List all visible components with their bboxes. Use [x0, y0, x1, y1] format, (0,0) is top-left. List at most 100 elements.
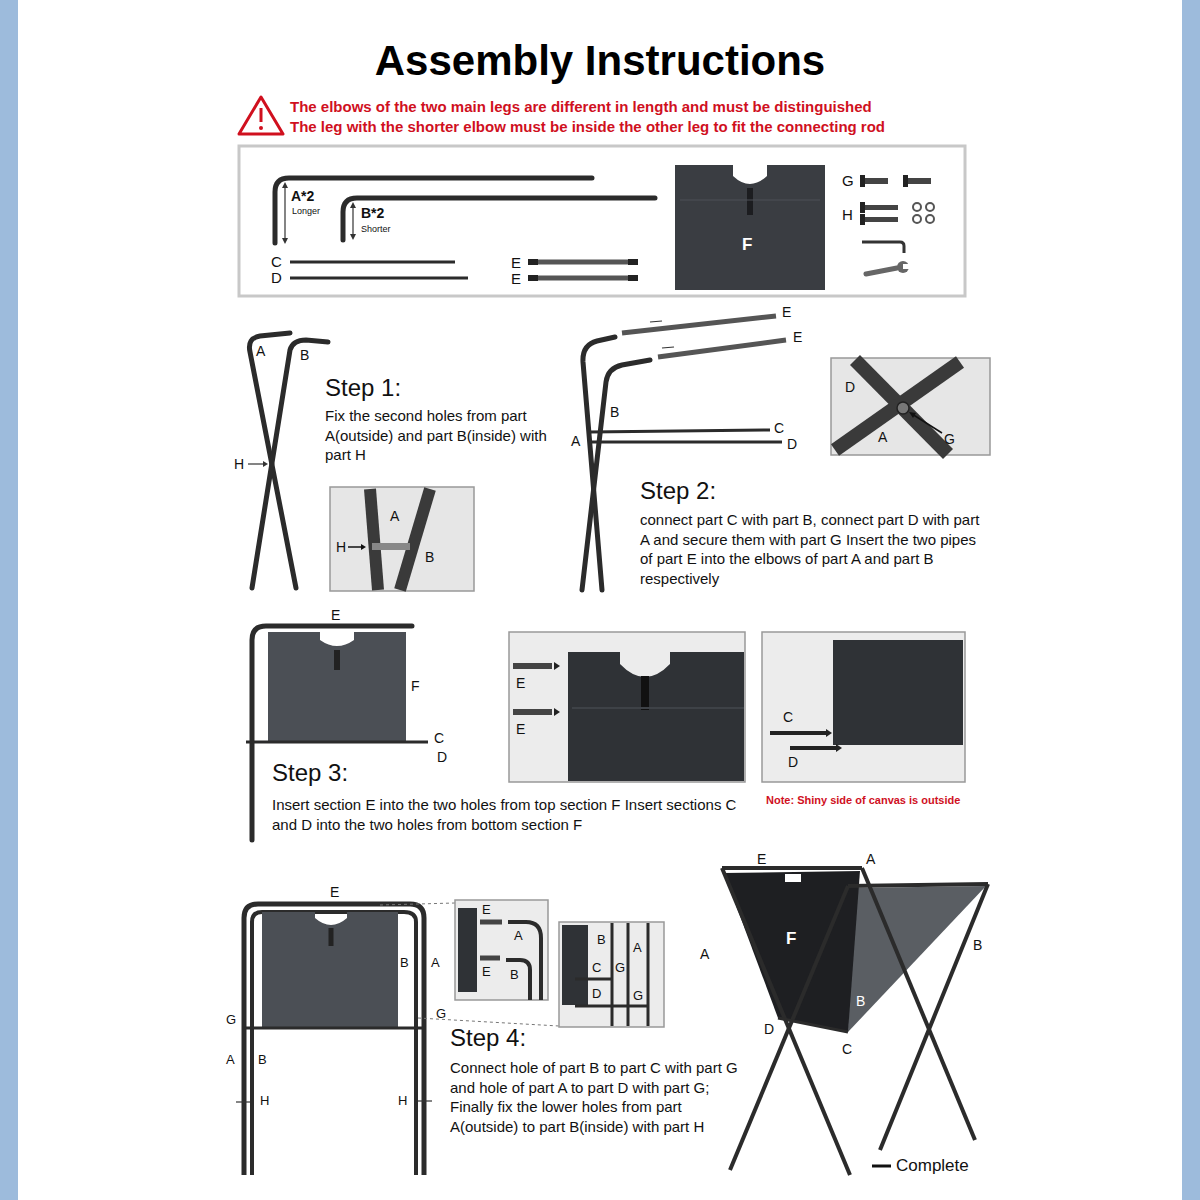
parts-panel-part — [528, 275, 538, 281]
part-label: E — [511, 253, 521, 273]
part-label: A — [431, 955, 440, 972]
parts-panel-part — [290, 277, 468, 280]
part-label: E — [482, 964, 491, 981]
complete-figure-part — [722, 866, 862, 870]
parts-panel-part — [343, 198, 655, 240]
page-title: Assembly Instructions — [0, 38, 1200, 84]
instruction-text: Insert section E into the two holes from… — [272, 795, 762, 834]
part-label: H — [260, 1093, 269, 1110]
step3-figure-part — [334, 650, 340, 670]
instruction-text: Connect hole of part B to part C with pa… — [450, 1058, 742, 1136]
part-label: D — [271, 268, 282, 288]
step2-figure-part — [590, 430, 770, 432]
step3-figure-part — [568, 652, 744, 781]
step-heading: Step 2: — [640, 475, 716, 506]
parts-panel-part — [913, 215, 921, 223]
part-label: G — [436, 1006, 446, 1023]
part-label: E — [330, 883, 339, 901]
step2-figure-part — [622, 316, 776, 333]
part-label: C — [774, 419, 784, 437]
part-label: A — [633, 940, 642, 957]
step3-figure-part — [268, 632, 406, 742]
warning-text: The elbows of the two main legs are diff… — [290, 97, 872, 117]
parts-panel-part — [290, 261, 455, 264]
parts-panel-part — [862, 242, 904, 253]
part-label: G — [226, 1012, 236, 1029]
step3-figure-part — [554, 662, 560, 716]
part-label: D — [787, 435, 797, 453]
complete-figure-part — [872, 1165, 891, 1168]
step-heading: Step 1: — [325, 372, 401, 403]
part-label: G — [944, 430, 955, 448]
part-label: A — [226, 1052, 235, 1069]
step4-figure-part — [252, 912, 416, 1175]
step3-figure-part — [826, 729, 842, 752]
step4-figure-part — [647, 923, 650, 1026]
part-label: A — [700, 945, 709, 963]
part-label: A — [514, 928, 523, 945]
part-label: H — [234, 455, 244, 473]
step3-figure-part — [770, 731, 826, 735]
step4-figure-part — [575, 978, 612, 981]
part-label: D — [437, 748, 447, 766]
step2-figure-part — [658, 340, 786, 357]
part-label: A — [390, 507, 399, 525]
parts-panel-part — [675, 165, 825, 290]
parts-panel-part — [628, 275, 638, 281]
part-label: F — [411, 677, 420, 695]
part-label: B — [973, 936, 982, 954]
parts-panel-part — [907, 178, 931, 184]
step3-figure-part — [762, 632, 965, 782]
part-label: A — [571, 432, 580, 450]
part-label: C — [271, 252, 282, 272]
step1-figure-part — [330, 487, 474, 591]
parts-panel-part — [680, 200, 820, 201]
parts-panel-part — [864, 217, 898, 222]
step4-figure-part — [418, 1100, 432, 1101]
parts-panel-part — [864, 178, 888, 184]
part-label: A — [878, 428, 887, 446]
parts-panel-part — [530, 260, 637, 265]
parts-panel — [239, 146, 965, 296]
complete-figure-part — [730, 886, 848, 1170]
parts-panel-part — [864, 205, 898, 210]
parts-panel-part — [903, 175, 908, 187]
part-label: D — [592, 986, 601, 1003]
complete-figure-part — [862, 868, 975, 1140]
step3-figure — [246, 626, 965, 840]
step1-figure-part — [252, 340, 328, 588]
part-label: E — [793, 328, 802, 346]
step3-figure-part — [246, 741, 428, 744]
step2-figure-part — [835, 362, 960, 450]
complete-figure-part — [724, 871, 860, 1032]
step4-figure-part — [329, 928, 334, 946]
step2-figure — [582, 316, 990, 590]
part-label: E — [511, 269, 521, 289]
parts-panel-part — [284, 185, 285, 241]
step3-figure-part — [572, 707, 744, 709]
step2-figure-part — [592, 441, 782, 444]
parts-panel-part — [860, 175, 865, 187]
part-label: B — [400, 955, 409, 972]
warning-icon-part — [239, 97, 283, 134]
step4-figure-part — [627, 923, 630, 1026]
part-label: F — [742, 234, 752, 256]
parts-panel-part — [239, 146, 965, 296]
parts-panel-part — [897, 261, 909, 273]
step3-figure-part — [790, 746, 836, 750]
part-label: B — [856, 992, 865, 1010]
parts-panel-part — [866, 268, 897, 274]
part-label: B — [597, 932, 606, 949]
part-label: G — [615, 960, 625, 977]
part-label: E — [482, 902, 491, 919]
instruction-text: Fix the second holes from part A(outside… — [325, 406, 553, 465]
step1-figure-part — [370, 489, 378, 590]
complete-figure-part — [880, 884, 988, 1150]
parts-panel-part — [275, 178, 592, 243]
step-heading: Step 4: — [450, 1022, 526, 1053]
part-label: B — [610, 403, 619, 421]
part-label: A — [866, 850, 875, 868]
